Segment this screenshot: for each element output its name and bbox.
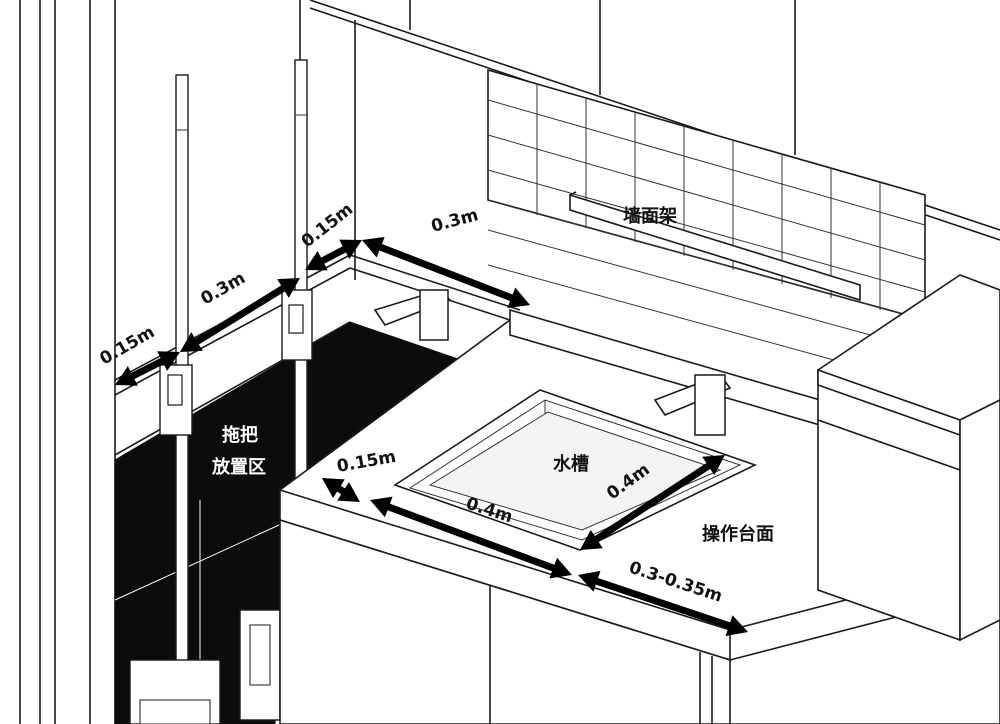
mop-left <box>129 74 221 724</box>
dimension-arrows <box>115 236 748 637</box>
dim-label-back-counter: 0.3m <box>429 205 480 237</box>
appliance-block <box>817 274 1000 642</box>
arrow-back-counter <box>362 236 530 309</box>
arrow-counter-right <box>578 570 748 637</box>
arrow-sink-depth <box>580 455 725 550</box>
label-wall-shelf: 墙面架 <box>623 205 677 227</box>
arrow-sink-left-gap <box>322 478 360 502</box>
arrow-sink-width <box>370 496 572 579</box>
wall-shelf <box>569 191 861 302</box>
dim-label-mop-width: 0.3m <box>198 268 249 309</box>
sink-basin <box>393 389 758 551</box>
label-sink: 水槽 <box>553 453 589 475</box>
arrow-mop-right-gap <box>305 239 362 271</box>
label-work-counter: 操作台面 <box>702 523 774 545</box>
label-mop-storage-line2: 放置区 <box>211 456 266 478</box>
arrow-mop-width <box>180 278 300 352</box>
arrow-mop-left-gap <box>115 351 180 386</box>
faucet-front <box>653 374 732 436</box>
label-mop-storage-line1: 拖把 <box>222 424 258 446</box>
faucet-back <box>373 289 452 341</box>
